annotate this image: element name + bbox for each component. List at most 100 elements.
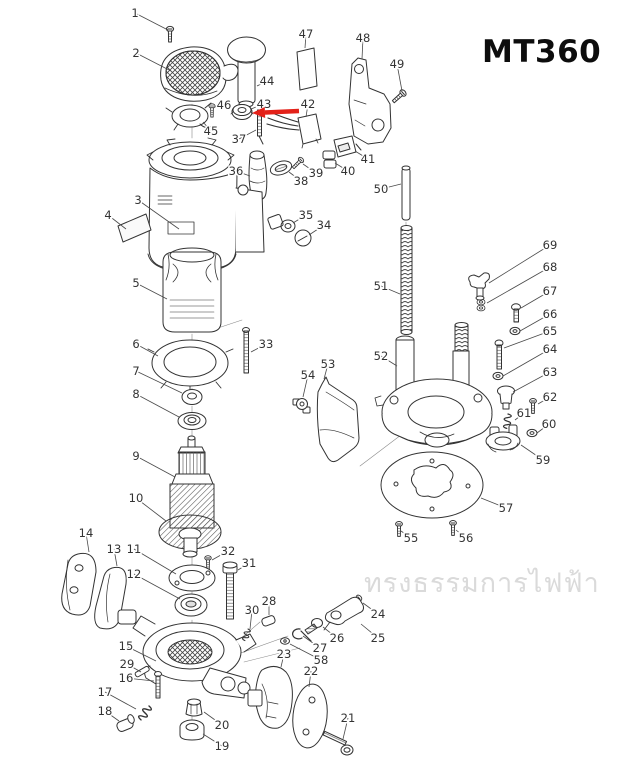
part-34-brush-cap (294, 229, 312, 247)
part-53-chip-guard (316, 376, 360, 463)
part-label-40: 40 (341, 164, 356, 178)
part-label-51: 51 (374, 279, 389, 293)
part-6-baffle-ring (147, 339, 234, 394)
part-label-28: 28 (262, 594, 277, 608)
part-26-bolt (304, 618, 323, 635)
part-48-switch-bracket (348, 57, 392, 145)
leader-line-7 (135, 370, 183, 394)
leader-line-41 (354, 150, 369, 160)
part-43-stopper (230, 104, 254, 120)
part-label-24: 24 (371, 607, 386, 621)
part-label-18: 18 (98, 704, 113, 718)
leader-line-8 (135, 393, 180, 418)
part-33-bolt (242, 327, 250, 374)
part-28-pin (261, 615, 276, 627)
part-label-57: 57 (499, 501, 514, 515)
leader-line-26 (322, 626, 338, 639)
leader-line-4 (107, 214, 127, 230)
leader-line-55 (400, 530, 412, 539)
part-21-bolt (322, 730, 354, 756)
part-35-brush-holder (267, 214, 296, 233)
part-57-base-plate (380, 451, 484, 519)
part-label-16: 16 (119, 671, 134, 685)
pointer-arrow-shaft (264, 108, 300, 115)
leader-line-11 (133, 548, 177, 575)
part-label-17: 17 (98, 685, 113, 699)
leader-line-44 (256, 80, 268, 87)
leader-line-17 (104, 691, 137, 710)
leader-line-58 (289, 643, 322, 661)
part-29-pin (134, 665, 150, 678)
part-65-screw (494, 339, 504, 370)
leader-line-54 (302, 374, 309, 398)
part-label-37: 37 (232, 132, 247, 146)
leader-line-19 (202, 733, 223, 747)
leader-line-40 (334, 162, 349, 172)
artwork-layer (61, 25, 538, 756)
leader-line-18 (104, 710, 120, 722)
leader-line-21 (342, 717, 349, 740)
part-label-45: 45 (204, 124, 219, 138)
part-label-36: 36 (229, 164, 244, 178)
part-49-screw (390, 88, 408, 105)
leader-line-46 (214, 104, 225, 108)
part-label-68: 68 (543, 260, 558, 274)
part-20-collet-cone (185, 698, 203, 717)
part-label-8: 8 (132, 387, 139, 401)
leader-line-14 (85, 532, 90, 553)
part-59-adjusting-foot (485, 424, 521, 453)
leader-line-69 (488, 244, 551, 284)
part-label-55: 55 (404, 531, 419, 545)
leader-line-53 (323, 363, 329, 380)
part-label-61: 61 (517, 406, 532, 420)
part-55-screw (395, 521, 403, 537)
leader-line-57 (480, 497, 507, 509)
leader-line-48 (361, 37, 364, 60)
part-label-20: 20 (215, 718, 230, 732)
part-5-stator (162, 247, 222, 333)
part-label-6: 6 (132, 337, 139, 351)
part-label-65: 65 (543, 324, 558, 338)
part-8-washer (177, 412, 207, 430)
part-label-59: 59 (536, 453, 551, 467)
part-label-21: 21 (341, 711, 356, 725)
leader-line-25 (360, 623, 379, 639)
leader-line-62 (537, 396, 551, 405)
part-58-ring (280, 637, 290, 645)
part-69-wing-bolt (468, 272, 490, 301)
part-47-label-sheet (296, 47, 318, 91)
leader-line-29 (126, 663, 142, 673)
leader-line-13 (113, 548, 118, 567)
part-label-54: 54 (301, 368, 316, 382)
watermark-text: ทรงธรรมการไฟฟ้า (364, 568, 600, 599)
part-56-screw (449, 520, 457, 536)
part-11-washer-plate (168, 564, 216, 592)
part-label-35: 35 (299, 208, 314, 222)
leader-line-23 (280, 653, 285, 668)
leader-line-60 (536, 423, 550, 434)
part-label-50: 50 (374, 182, 389, 196)
part-23-base-cover (247, 666, 293, 729)
part-label-62: 62 (543, 390, 558, 404)
part-40-choke (322, 150, 337, 169)
leader-line-47 (304, 33, 307, 49)
leader-line-67 (520, 290, 551, 309)
part-label-29: 29 (120, 657, 135, 671)
part-16-screw (154, 671, 162, 699)
leader-line-34 (308, 224, 325, 236)
part-label-41: 41 (361, 152, 376, 166)
part-label-26: 26 (330, 631, 345, 645)
leader-line-42 (305, 103, 309, 118)
leader-line-32 (211, 550, 229, 561)
leader-line-1 (134, 12, 169, 31)
part-label-2: 2 (132, 46, 139, 60)
part-label-23: 23 (277, 647, 292, 661)
part-1-screw (165, 25, 175, 43)
part-19-collet-nut (179, 719, 205, 741)
leader-line-51 (380, 285, 401, 295)
part-60-nut (526, 428, 538, 438)
leader-line-52 (380, 355, 398, 367)
leader-line-65 (503, 330, 551, 349)
part-label-4: 4 (104, 208, 111, 222)
